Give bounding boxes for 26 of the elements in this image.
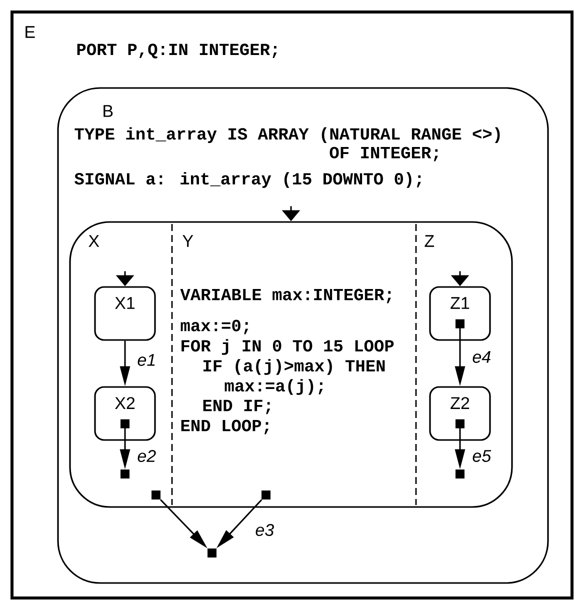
node-label: FOR j IN 0 TO 15 LOOP — [182, 339, 394, 355]
state-box: Z2 — [429, 386, 491, 441]
junction-square — [152, 490, 160, 500]
region-label: Y — [182, 235, 194, 247]
edge-label: e1 — [136, 353, 158, 367]
node-label: IF (a(j)>max) THEN — [204, 359, 385, 375]
state-box — [69, 221, 513, 508]
node-label: END LOOP; — [181, 420, 269, 434]
edge-label: e4 — [471, 350, 492, 364]
edge-label: e2 — [136, 448, 158, 464]
edge-label: e3 — [254, 522, 276, 538]
junction-square — [208, 548, 216, 558]
junction-square — [456, 470, 464, 478]
node-label: max:=0; — [180, 320, 248, 334]
code-text: VARIABLE max:INTEGER; max:=0; FOR j IN 0 TO 15 LOOP IF (a(j)>max) THEN max:=a(j); END IF; END LOOP; — [180, 288, 394, 434]
junction-square — [262, 490, 270, 500]
junction-square — [120, 470, 130, 478]
node-label: max:=a(j); — [224, 379, 323, 395]
region-label: Z — [424, 235, 434, 247]
node-label: END IF; — [203, 400, 270, 414]
state-box: Z1 — [429, 286, 491, 341]
edge-label: e5 — [471, 449, 492, 463]
region-label: X — [88, 235, 100, 247]
node-label: VARIABLE max:INTEGER; — [180, 288, 391, 304]
state-box: X1 — [94, 286, 156, 341]
state-box: X2 — [94, 386, 156, 441]
